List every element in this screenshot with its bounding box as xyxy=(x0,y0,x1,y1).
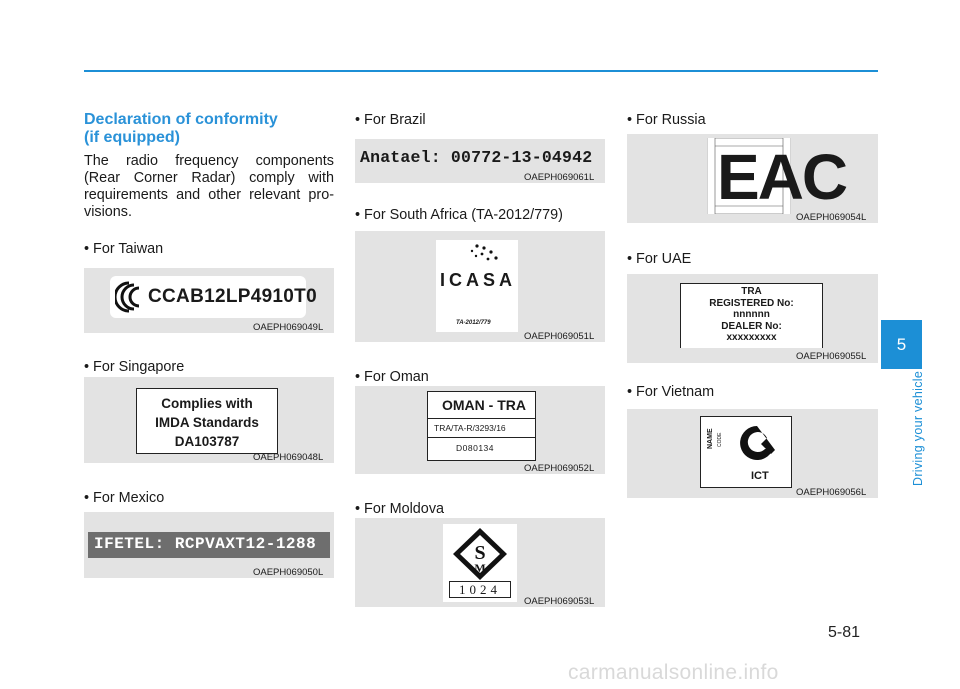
singapore-line-1: Complies with xyxy=(161,396,253,411)
figure-code-moldova: OAEPH069053L xyxy=(524,596,595,607)
figure-code-south-africa: OAEPH069051L xyxy=(524,331,595,342)
figure-brazil xyxy=(355,139,605,183)
svg-text:M: M xyxy=(474,561,485,575)
taiwan-label-text: CCAB12LP4910T0 xyxy=(148,286,317,307)
section-heading: Declaration of conformity (if equipped) xyxy=(84,111,334,147)
watermark: carmanualsonline.info xyxy=(568,661,779,684)
uae-line-3: nnnnnn xyxy=(733,309,770,320)
figure-code-oman: OAEPH069052L xyxy=(524,463,595,474)
uae-line-5: xxxxxxxxx xyxy=(726,332,777,343)
bullet-oman: • For Oman xyxy=(355,369,429,385)
page-number: 5-81 xyxy=(828,624,861,641)
ict-quality-icon xyxy=(740,426,775,460)
bullet-taiwan: • For Taiwan xyxy=(84,241,164,257)
figure-code-vietnam: OAEPH069056L xyxy=(796,487,867,498)
mexico-label: IFETEL: RCPVAXT12-1288 xyxy=(88,532,330,558)
oman-label: OMAN - TRA TRA/TA-R/3293/16 D080134 xyxy=(427,391,536,461)
eac-text: EAC xyxy=(717,141,848,213)
bullet-moldova: • For Moldova xyxy=(355,501,445,517)
singapore-line-3: DA103787 xyxy=(174,434,240,449)
vietnam-ict-text: ICT xyxy=(751,470,769,482)
vietnam-name: NAME xyxy=(707,428,714,449)
bullet-russia: • For Russia xyxy=(627,112,706,128)
figure-code-russia: OAEPH069054L xyxy=(796,212,867,223)
chapter-title: Driving your vehicle xyxy=(911,370,925,486)
oman-title: OMAN - TRA xyxy=(442,397,526,413)
bullet-mexico: • For Mexico xyxy=(84,490,165,506)
taiwan-label: CCAB12LP4910T0 xyxy=(110,276,317,318)
singapore-label: Complies with IMDA Standards DA103787 xyxy=(136,388,278,454)
figure-code-uae: OAEPH069055L xyxy=(796,351,867,362)
brazil-label: Anatael: 00772-13-04942 xyxy=(360,148,593,167)
uae-line-1: TRA xyxy=(741,286,762,297)
eac-grid-icon xyxy=(707,138,791,214)
chapter-tab: 5 xyxy=(881,320,922,369)
bullet-vietnam: • For Vietnam xyxy=(627,384,715,400)
moldova-label: S M 1024 xyxy=(443,524,517,602)
figure-code-singapore: OAEPH069048L xyxy=(253,452,324,463)
uae-line-2: REGISTERED No: xyxy=(709,297,794,309)
icasa-arc-icon xyxy=(470,244,498,261)
eac-label: EAC xyxy=(707,138,848,214)
ncc-logo-icon xyxy=(115,281,140,313)
svg-text:S: S xyxy=(474,542,485,564)
figure-code-taiwan: OAEPH069049L xyxy=(253,322,324,333)
heading-line-1: Declaration of conformity xyxy=(84,111,278,128)
singapore-line-2: IMDA Standards xyxy=(155,415,259,430)
header-rule xyxy=(84,70,878,72)
oman-line-2: TRA/TA-R/3293/16 xyxy=(434,423,506,433)
oman-divider xyxy=(428,418,535,419)
icasa-label: ICASA TA-2012/779 xyxy=(436,240,518,332)
section-body: The radio frequency components (Rear Cor… xyxy=(84,153,334,220)
vietnam-code-text: CODE xyxy=(717,432,723,447)
oman-line-3: D080134 xyxy=(456,443,495,453)
heading-line-2: (if equipped) xyxy=(84,129,180,146)
moldova-number: 1024 xyxy=(449,581,511,598)
figure-code-brazil: OAEPH069061L xyxy=(524,172,595,183)
oman-divider xyxy=(428,437,535,438)
mexico-label-text: IFETEL: RCPVAXT12-1288 xyxy=(94,535,317,553)
bullet-brazil: • For Brazil xyxy=(355,112,426,128)
moldova-sm-mark-icon: S M xyxy=(453,528,507,580)
bullet-uae: • For UAE xyxy=(627,251,692,267)
figure-code-mexico: OAEPH069050L xyxy=(253,567,324,578)
icasa-sub: TA-2012/779 xyxy=(456,320,491,326)
uae-label: TRA REGISTERED No: nnnnnn DEALER No: xxx… xyxy=(680,283,823,348)
bullet-singapore: • For Singapore xyxy=(84,359,185,375)
vietnam-label: NAME CODE ICT xyxy=(700,416,792,488)
icasa-text: ICASA xyxy=(440,270,517,290)
bullet-south-africa: • For South Africa (TA-2012/779) xyxy=(355,207,563,223)
uae-line-4: DEALER No: xyxy=(721,320,782,332)
